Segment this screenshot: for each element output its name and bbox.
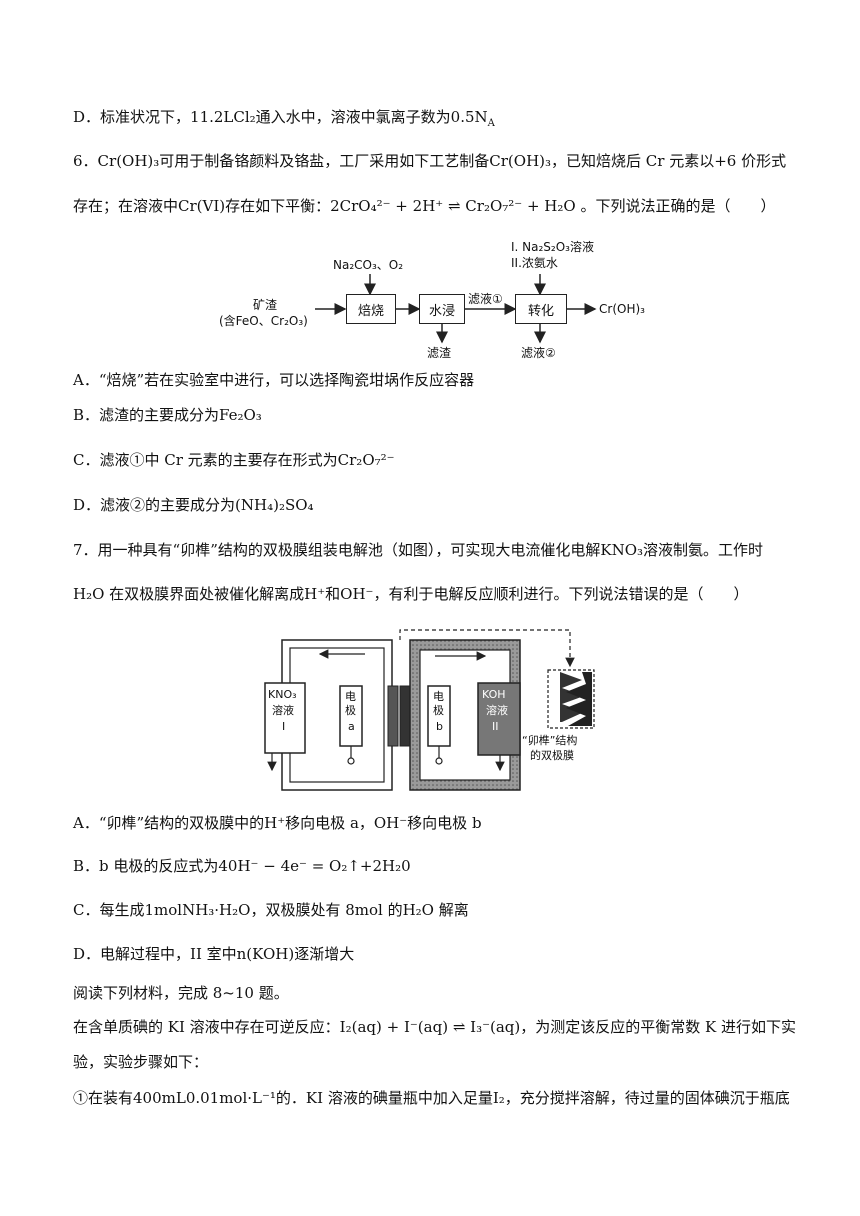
electrode-b-label-3: b: [436, 720, 443, 733]
membrane-label-2: 的双极膜: [530, 749, 574, 762]
material-line1: 在含单质碘的 KI 溶液中存在可逆反应：I₂(aq) + I⁻(aq) ⇌ I₃…: [73, 1018, 797, 1036]
reagent-i-label: I. Na₂S₂O₃溶液: [511, 240, 594, 254]
right-solution-label-2: 溶液: [486, 704, 508, 717]
q7-option-c: C．每生成1molNH₃·H₂O，双极膜处有 8mol 的H₂O 解离: [73, 901, 469, 919]
membrane-label-1: “卯榫”结构: [522, 734, 578, 747]
q6-option-a: A．“焙烧”若在实验室中进行，可以选择陶瓷坩埚作反应容器: [73, 371, 475, 389]
electrode-b-label-1: 电: [433, 690, 444, 703]
q7-option-b: B．b 电极的反应式为40H⁻ − 4e⁻ = O₂↑+2H₂0: [73, 857, 411, 875]
flow-arrows: [315, 274, 597, 344]
right-solution-label-3: II: [492, 720, 499, 733]
feed-composition: (含FeO、Cr₂O₃): [219, 314, 308, 328]
reagent-ii-label: II.浓氨水: [511, 256, 558, 270]
cell-drawing: [264, 629, 595, 791]
feed-label: 矿渣: [253, 298, 278, 312]
top-reagent-label: Na₂CO₃、O₂: [333, 258, 404, 272]
q7-option-a: A．“卯榫”结构的双极膜中的H⁺移向电极 a，OH⁻移向电极 b: [73, 814, 482, 832]
product-label: Cr(OH)₃: [599, 302, 645, 316]
left-solution-label-1: KNO₃: [268, 688, 297, 701]
q6-stem-line1: 6．Cr(OH)₃可用于制备铬颜料及铬盐，工厂采用如下工艺制备Cr(OH)₃，已…: [73, 152, 787, 170]
q7-stem-line1: 7．用一种具有“卯榫”结构的双极膜组装电解池（如图），可实现大电流催化电解KNO…: [73, 541, 764, 559]
electrode-a-label-1: 电: [345, 690, 356, 703]
residue-label: 滤渣: [427, 346, 452, 360]
left-solution-label-3: I: [282, 720, 286, 733]
conversion-box: 转化: [515, 294, 567, 324]
filtrate-1-label: 滤液①: [468, 292, 503, 306]
q6-stem-line2: 存在；在溶液中Cr(VI)存在如下平衡：2CrO₄²⁻ + 2H⁺ ⇌ Cr₂O…: [73, 197, 776, 215]
material-line2: 验，实验步骤如下：: [73, 1053, 209, 1071]
q5-option-d: D．标准状况下，11.2LCl₂通入水中，溶液中氯离子数为0.5NA: [73, 108, 495, 129]
left-solution-label-2: 溶液: [272, 704, 294, 717]
right-solution-label-1: KOH: [482, 688, 506, 701]
reading-instruction: 阅读下列材料，完成 8~10 题。: [73, 984, 289, 1002]
q7-stem-line2: H₂O 在双极膜界面处被催化解离成H⁺和OH⁻，有利于电解反应顺利进行。下列说法…: [73, 585, 749, 603]
electrode-a-label-3: a: [348, 720, 355, 733]
roasting-box: 焙烧: [346, 294, 396, 324]
q6-option-b: B．滤渣的主要成分为Fe₂O₃: [73, 406, 262, 424]
electrode-a-label-2: 极: [345, 704, 356, 717]
filtrate-2-label: 滤液②: [521, 346, 556, 360]
q6-option-d: D．滤液②的主要成分为(NH₄)₂SO₄: [73, 496, 314, 514]
material-line3: ①在装有400mL0.01mol·L⁻¹的．KI 溶液的碘量瓶中加入足量I₂，充…: [73, 1089, 790, 1107]
electrode-b-label-2: 极: [433, 704, 444, 717]
water-leach-box: 水浸: [419, 294, 465, 324]
process-flow-diagram: 矿渣 (含FeO、Cr₂O₃) Na₂CO₃、O₂ 焙烧 水浸 滤液① 转化 C…: [205, 232, 655, 362]
q6-option-c: C．滤液①中 Cr 元素的主要存在形式为Cr₂O₇²⁻: [73, 451, 395, 469]
q7-option-d: D．电解过程中，II 室中n(KOH)逐渐增大: [73, 945, 355, 963]
electrolysis-cell-diagram: KNO₃ 溶液 I 电 极 a 电 极 b KOH 溶液 II “卯榫”结构 的…: [260, 628, 600, 798]
